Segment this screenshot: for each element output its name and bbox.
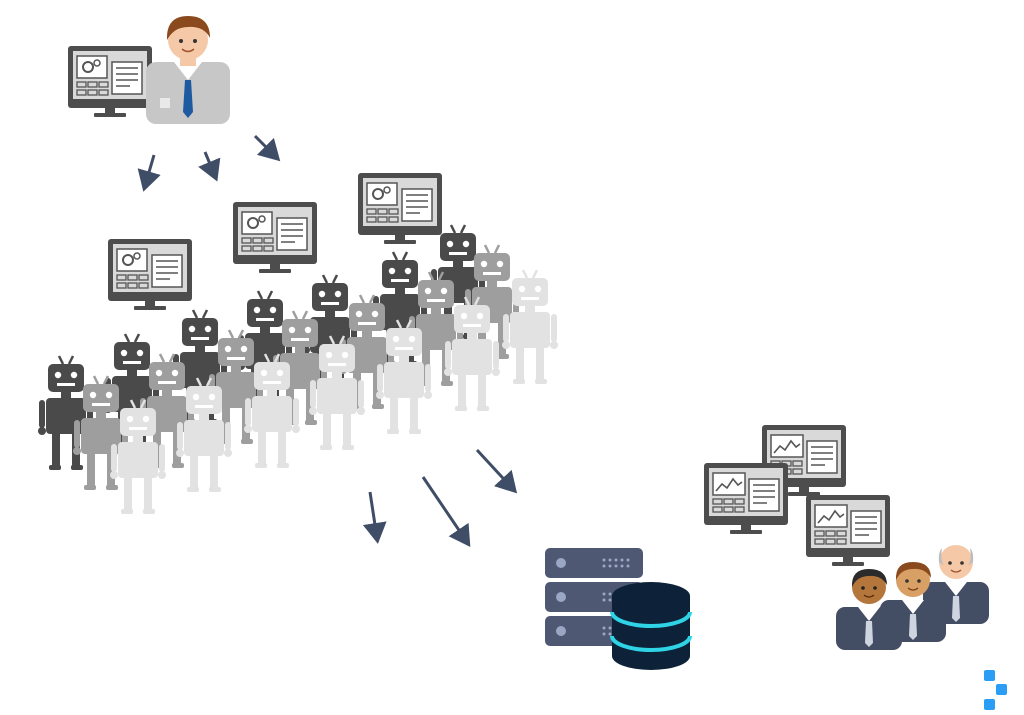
- team-member-front: [836, 569, 902, 650]
- chart-monitor-icon: [703, 462, 789, 535]
- brand-logo-icon: [984, 670, 1007, 710]
- arrow-icon: [421, 476, 471, 547]
- chart-monitor-icon: [805, 494, 891, 567]
- settings-monitor-icon: [232, 201, 318, 274]
- developer-group: [67, 16, 230, 124]
- settings-monitor-icon: [67, 45, 153, 118]
- settings-monitor-icon: [357, 172, 443, 245]
- arrow-icon: [362, 491, 387, 544]
- database-icon: [610, 582, 692, 670]
- arrow-icon: [253, 134, 281, 162]
- settings-monitor-icon: [107, 238, 193, 311]
- arrow-icon: [137, 154, 161, 192]
- business-team-icon: [836, 545, 989, 650]
- developer-person-icon: [146, 16, 230, 124]
- arrow-icon: [198, 151, 221, 182]
- arrow-icon: [475, 448, 518, 494]
- robot-icon: [500, 268, 560, 386]
